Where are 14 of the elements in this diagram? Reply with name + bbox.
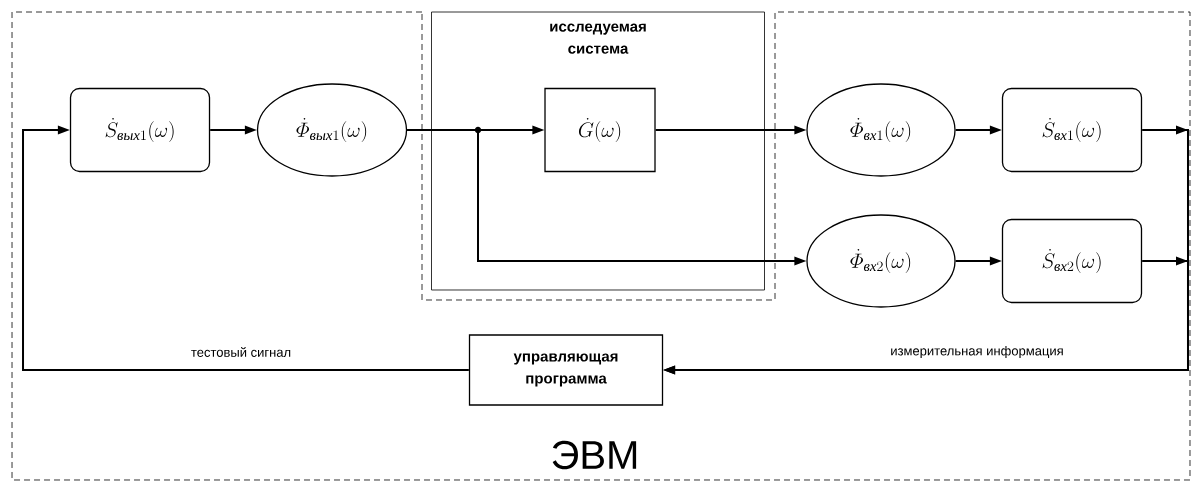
arrow [22,125,470,371]
arrow [209,125,257,135]
edge-label: измерительная информация [889,344,1065,360]
process-box: управляющая программа [468,334,664,406]
arrow [954,256,1002,266]
rounded-box: $\dot{S}_{\textit{вх}1}(\omega)$ [1001,87,1143,173]
rounded-box: $\dot{S}_{\textit{вых}1}(\omega)$ [69,87,211,173]
arrow [663,256,1189,375]
rounded-box: $\dot{S}_{\textit{вх}2}(\omega)$ [1001,218,1143,304]
arrow [954,125,1002,135]
process-box: $\dot{G}(\omega)$ [544,87,656,173]
edge-label: тестовый сигнал [189,346,293,358]
arrow [654,125,807,135]
arrow [406,126,807,266]
